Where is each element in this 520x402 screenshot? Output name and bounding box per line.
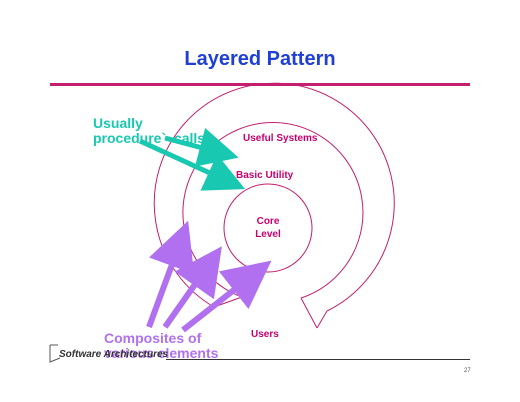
page-number: 27 bbox=[464, 368, 471, 374]
slide-title: Layered Pattern bbox=[184, 48, 336, 70]
footer-logo-text: Software Architectures bbox=[59, 349, 169, 360]
logo-bracket-icon bbox=[49, 344, 61, 363]
layer-label-basic-utility: Basic Utility bbox=[236, 170, 294, 181]
callout-procedure-calls-line1: Usually bbox=[93, 115, 143, 131]
callout-composites-line1: Composites of bbox=[104, 330, 202, 346]
callout-composites-line2: various elements bbox=[104, 345, 219, 361]
ring-connector-right-2 bbox=[316, 310, 328, 329]
teal-arrow-1 bbox=[164, 127, 239, 167]
layer-label-useful-systems: Useful Systems bbox=[243, 133, 318, 144]
purple-arrow-1 bbox=[146, 220, 195, 329]
teal-arrow-2 bbox=[138, 138, 246, 191]
purple-arrow-3 bbox=[181, 260, 272, 333]
core-circle bbox=[223, 183, 313, 273]
ring-connector-right bbox=[300, 297, 318, 329]
outer-ring bbox=[153, 82, 395, 312]
users-label: Users bbox=[251, 329, 279, 340]
purple-arrow-2 bbox=[162, 246, 222, 329]
layer-label-core: Core bbox=[257, 216, 280, 227]
layer-label-level: Level bbox=[255, 229, 281, 240]
footer-rule bbox=[166, 359, 470, 360]
